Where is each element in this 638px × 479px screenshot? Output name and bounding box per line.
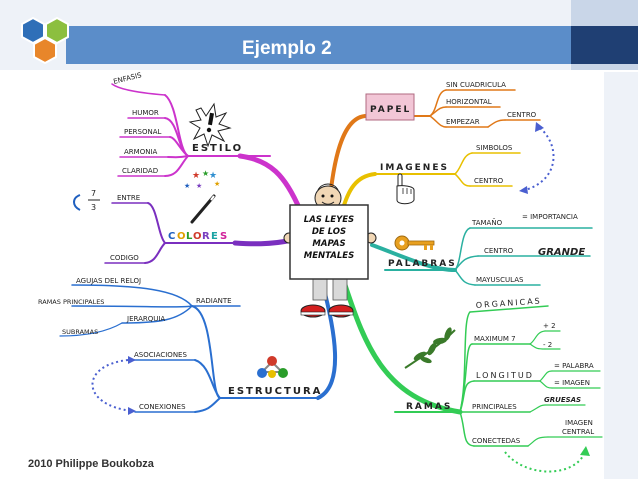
branch-label-ramas: RAMAS <box>406 402 452 412</box>
estructura-item-ramas-principales: RAMAS PRINCIPALES <box>38 298 104 306</box>
branch-label-papel: PAPEL <box>370 105 411 115</box>
fraction-7-3: 7 3 <box>73 189 100 212</box>
leaf-branch-icon <box>404 327 456 369</box>
svg-text:★: ★ <box>202 169 209 178</box>
estilo-item-personal: PERSONAL <box>124 128 161 136</box>
estilo-item-enfasis: ENFASIS <box>113 71 143 86</box>
svg-text:★: ★ <box>196 182 202 190</box>
colores-letter-o2: O <box>193 231 202 242</box>
palabras-item-grande: GRANDE <box>538 247 585 258</box>
colores-letter-r: R <box>202 231 210 242</box>
svg-text:★: ★ <box>214 180 220 188</box>
estilo-item-humor: HUMOR <box>132 109 159 117</box>
palabras-item-centro: CENTRO <box>484 247 514 255</box>
svg-text:★: ★ <box>192 171 200 181</box>
ramas-item-longitud: LONGITUD <box>476 371 534 380</box>
molecule-icon <box>257 356 288 378</box>
dotted-connector-ramas <box>504 451 586 473</box>
ramas-item-imagen: = IMAGEN <box>554 379 590 387</box>
ramas-item-gruesas: GRUESAS <box>544 396 581 404</box>
central-title-line-2: DE LOS <box>312 227 346 237</box>
estilo-item-armonia: ARMONIA <box>124 148 158 156</box>
branch-estilo <box>111 83 303 213</box>
colores-item-entre: ENTRE <box>117 194 140 202</box>
colores-number-3: 3 <box>91 203 96 212</box>
estilo-item-claridad: CLARIDAD <box>122 167 158 175</box>
central-title-line-1: LAS LEYES <box>304 215 354 225</box>
branch-label-estilo: ESTILO <box>192 143 243 154</box>
branch-palabras <box>370 227 593 286</box>
estructura-item-jerarquia: JERARQUIA <box>126 315 165 323</box>
slide-title: Ejemplo 2 <box>242 38 332 59</box>
magic-wand-icon: ★ ★ ★ ★ ★ ★ <box>184 169 220 224</box>
colores-letter-c: C <box>168 231 175 242</box>
slide-credit: 2010 Philippe Boukobza <box>28 458 154 470</box>
imagenes-item-centro: CENTRO <box>474 177 504 185</box>
central-sign <box>289 204 369 280</box>
ramas-item-imagen-central-2: CENTRAL <box>562 428 594 436</box>
ramas-item-maximum: MAXIMUM 7 <box>474 335 516 343</box>
imagenes-item-simbolos: SIMBOLOS <box>476 144 513 152</box>
palabras-item-tamano: TAMAÑO <box>471 218 503 227</box>
central-title-line-4: MENTALES <box>304 251 354 261</box>
branch-label-imagenes: IMAGENES <box>380 163 449 173</box>
branch-ramas <box>342 282 603 447</box>
presenter-figure-icon <box>283 183 377 318</box>
papel-item-centro: CENTRO <box>507 111 537 119</box>
dotted-connector-papel <box>524 127 555 191</box>
ramas-item-conectedas: CONECTEDAS <box>472 437 521 445</box>
hexagon-logo-icon <box>21 16 69 65</box>
ramas-item-principales: PRINCIPALES <box>472 403 517 411</box>
colores-letter-o1: O <box>177 231 186 242</box>
ramas-item-imagen-central-1: IMAGEN <box>565 419 593 427</box>
svg-text:★: ★ <box>209 171 217 181</box>
exclamation-icon <box>188 102 232 148</box>
ramas-item-plus-2: + 2 <box>543 322 556 330</box>
estructura-item-radiante: RADIANTE <box>196 297 232 305</box>
branch-estructura <box>59 280 337 413</box>
ramas-item-minus-2: - 2 <box>543 341 552 349</box>
estructura-item-agujas: AGUJAS DEL RELOJ <box>76 277 141 285</box>
estructura-item-conexiones: CONEXIONES <box>139 403 186 411</box>
colores-letter-e: E <box>211 231 218 242</box>
slide-header <box>0 0 638 70</box>
papel-item-sin-cuadricula: SIN CUADRICULA <box>446 81 506 89</box>
dotted-connector-estructura <box>91 359 133 412</box>
palabras-item-importancia: = IMPORTANCIA <box>522 213 578 221</box>
svg-text:★: ★ <box>184 182 190 190</box>
estructura-item-asociaciones: ASOCIACIONES <box>134 351 187 359</box>
paper-sheet-icon <box>365 93 415 121</box>
estructura-item-subramas: SUBRAMAS <box>62 328 98 336</box>
key-icon <box>394 235 435 251</box>
colores-item-codigo: CODIGO <box>110 254 139 262</box>
colores-number-7: 7 <box>91 189 96 198</box>
branch-label-palabras: PALABRAS <box>388 259 457 269</box>
ramas-item-palabra: = PALABRA <box>554 362 594 370</box>
papel-item-empezar: EMPEZAR <box>446 118 480 126</box>
central-title-line-3: MAPAS <box>312 239 345 249</box>
palabras-item-mayusculas: MAYUSCULAS <box>476 276 524 284</box>
colores-letter-s: S <box>220 231 227 242</box>
papel-item-horizontal: HORIZONTAL <box>446 98 492 106</box>
colores-label: C O L O R E S <box>168 231 227 242</box>
colores-letter-l: L <box>186 231 193 242</box>
branch-label-estructura: ESTRUCTURA <box>228 386 322 397</box>
pointing-hand-icon <box>396 173 415 205</box>
